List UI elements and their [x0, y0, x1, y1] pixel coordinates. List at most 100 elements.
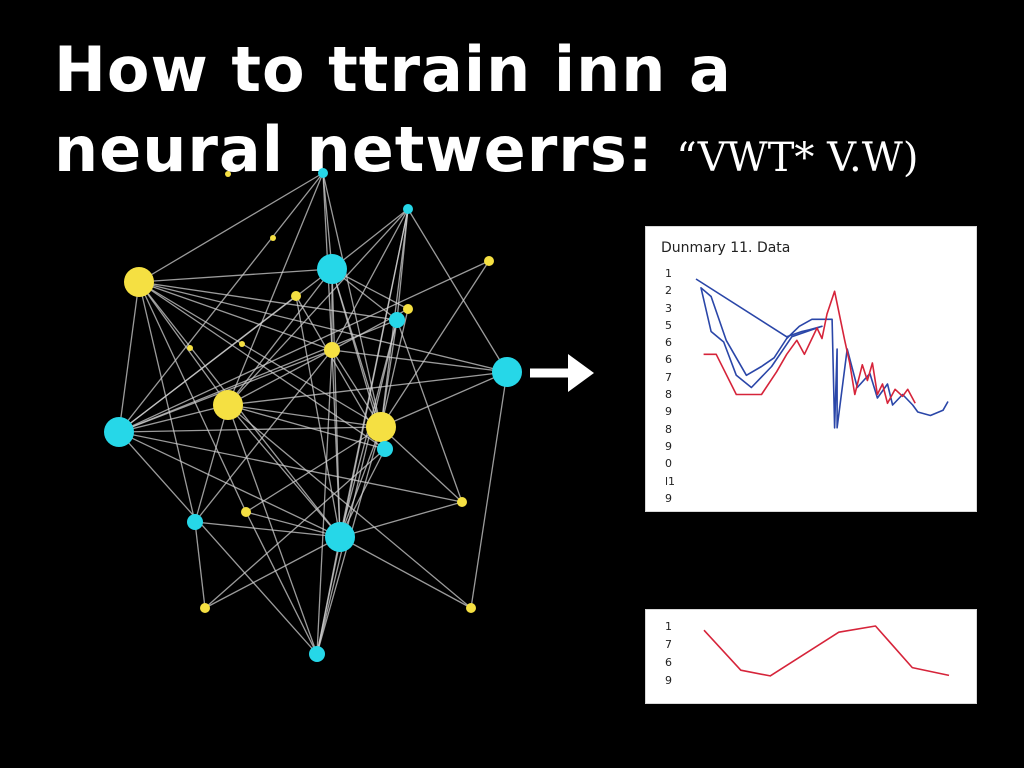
network-edge	[331, 208, 409, 351]
network-node-yellow	[239, 341, 245, 347]
network-edge	[118, 319, 398, 433]
network-node-yellow	[187, 345, 193, 351]
network-edge	[380, 308, 409, 428]
network-node-yellow	[457, 497, 467, 507]
y-tick-label: 9	[665, 674, 672, 687]
y-tick-label: 9	[665, 439, 672, 453]
network-edge	[138, 281, 508, 373]
network-node-cyan	[325, 522, 355, 552]
network-edge	[194, 521, 341, 538]
network-edge	[227, 268, 333, 406]
network-edge	[227, 404, 341, 538]
network-nodes	[104, 168, 522, 662]
network-edge	[227, 208, 409, 406]
network-edge	[316, 536, 341, 655]
network-edge	[322, 172, 333, 270]
network-edge	[138, 281, 386, 450]
network-edge	[396, 319, 463, 503]
y-tick-label: 1	[665, 620, 672, 633]
network-edge	[194, 349, 333, 523]
chart-plot-area	[695, 278, 949, 429]
network-edge	[331, 349, 508, 373]
series-line-red	[703, 625, 950, 677]
network-edge	[339, 426, 382, 538]
network-edge	[138, 281, 196, 523]
neural-network-graph	[104, 168, 522, 662]
network-edge	[204, 448, 386, 609]
y-tick-label: 3	[665, 301, 672, 315]
network-edges	[118, 172, 508, 655]
network-node-yellow	[466, 603, 476, 613]
y-tick-label: 5	[665, 318, 672, 332]
network-edge	[227, 404, 472, 609]
network-node-yellow	[291, 291, 301, 301]
y-tick-label: 0	[665, 457, 672, 471]
network-edge	[118, 172, 324, 433]
network-edge	[118, 431, 341, 538]
network-edge	[118, 260, 490, 433]
network-edge	[138, 281, 229, 406]
network-edge	[380, 260, 490, 428]
network-node-yellow	[484, 256, 494, 266]
network-node-yellow	[403, 304, 413, 314]
network-node-cyan	[187, 514, 203, 530]
network-edge	[407, 208, 508, 373]
network-edge	[295, 295, 341, 538]
network-edge	[380, 426, 463, 503]
y-tick-label: 9	[665, 405, 672, 419]
network-node-yellow	[124, 267, 154, 297]
y-tick-label: 6	[665, 353, 672, 367]
network-node-yellow	[324, 342, 340, 358]
network-node-cyan	[104, 417, 134, 447]
y-tick-label: 7	[665, 370, 672, 384]
network-edge	[194, 404, 229, 523]
network-edge	[138, 172, 324, 283]
network-edge	[331, 349, 382, 428]
network-edge	[331, 208, 409, 270]
network-node-yellow	[213, 390, 243, 420]
network-edge	[138, 268, 333, 283]
network-edge	[118, 426, 382, 433]
network-edge	[227, 172, 324, 406]
y-tick-label: 1	[665, 267, 672, 280]
network-edge	[194, 521, 206, 609]
title-line-2-tail: “VWT* V.W)	[676, 135, 919, 181]
network-edge	[118, 404, 229, 433]
network-edge	[118, 431, 318, 655]
network-edge	[331, 349, 341, 538]
network-node-yellow	[241, 507, 251, 517]
y-tick-label: 6	[665, 336, 672, 350]
network-node-cyan	[309, 646, 325, 662]
series-line-red	[703, 290, 916, 405]
network-edge	[316, 319, 398, 655]
y-tick-label: 2	[665, 284, 672, 298]
y-tick-label: 6	[665, 656, 672, 669]
network-edge	[245, 511, 341, 538]
network-edge	[245, 426, 382, 513]
y-tick-label: 7	[665, 638, 672, 651]
network-node-cyan	[317, 254, 347, 284]
y-tick-label: l1	[665, 474, 676, 488]
title-line-1: How to ttrain inn a	[54, 33, 732, 106]
network-edge	[245, 511, 318, 655]
title-line-2-main: neural netwerrs:	[54, 113, 654, 186]
network-edge	[138, 281, 382, 428]
network-edge	[118, 281, 140, 433]
network-node-yellow	[270, 235, 276, 241]
network-edge	[227, 404, 382, 428]
network-edge	[322, 172, 382, 428]
network-node-cyan	[318, 168, 328, 178]
network-edge	[339, 208, 409, 538]
network-edge	[339, 448, 386, 538]
y-tick-label: 9	[665, 491, 672, 505]
network-node-yellow	[200, 603, 210, 613]
network-edge	[204, 536, 341, 609]
diagram-title: How to ttrain inn a neural netwerrs: “VW…	[54, 30, 918, 198]
network-edge	[339, 536, 472, 609]
title-line-2: neural netwerrs: “VWT* V.W)	[54, 110, 918, 198]
network-node-cyan	[377, 441, 393, 457]
network-edge	[138, 281, 333, 351]
network-edge	[118, 431, 463, 503]
